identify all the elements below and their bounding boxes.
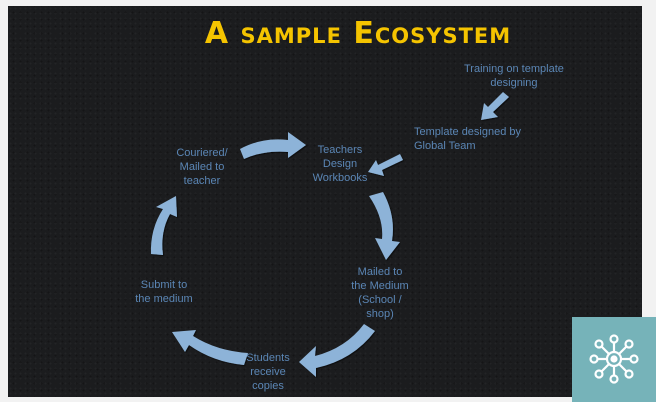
- node-submit: Submit to the medium: [135, 279, 193, 305]
- arrow-training-to-template: [481, 92, 509, 120]
- cycle-arrows: [150, 92, 509, 377]
- arrow-to-students: [299, 324, 375, 377]
- network-badge: [572, 317, 656, 402]
- node-teachers: Teachers Design Workbooks: [312, 144, 368, 184]
- node-students: Students receive copies: [246, 352, 290, 392]
- arrow-to-teachers: [240, 132, 306, 159]
- arrow-template-to-teachers: [368, 154, 403, 176]
- node-training: Training on template designing: [464, 63, 564, 89]
- arrow-to-medium: [369, 192, 400, 260]
- node-template: Template designed by Global Team: [414, 126, 522, 152]
- network-hub-icon: [589, 334, 639, 384]
- arrow-to-submit: [172, 330, 248, 365]
- slide: A sample Ecosystem: [8, 6, 642, 397]
- slide-title: A sample Ecosystem: [204, 16, 512, 51]
- node-couriered: Couriered/ Mailed to teacher: [176, 147, 228, 187]
- node-mailed-medium: Mailed to the Medium (School / shop): [351, 266, 409, 320]
- arrow-to-couriered: [150, 196, 177, 255]
